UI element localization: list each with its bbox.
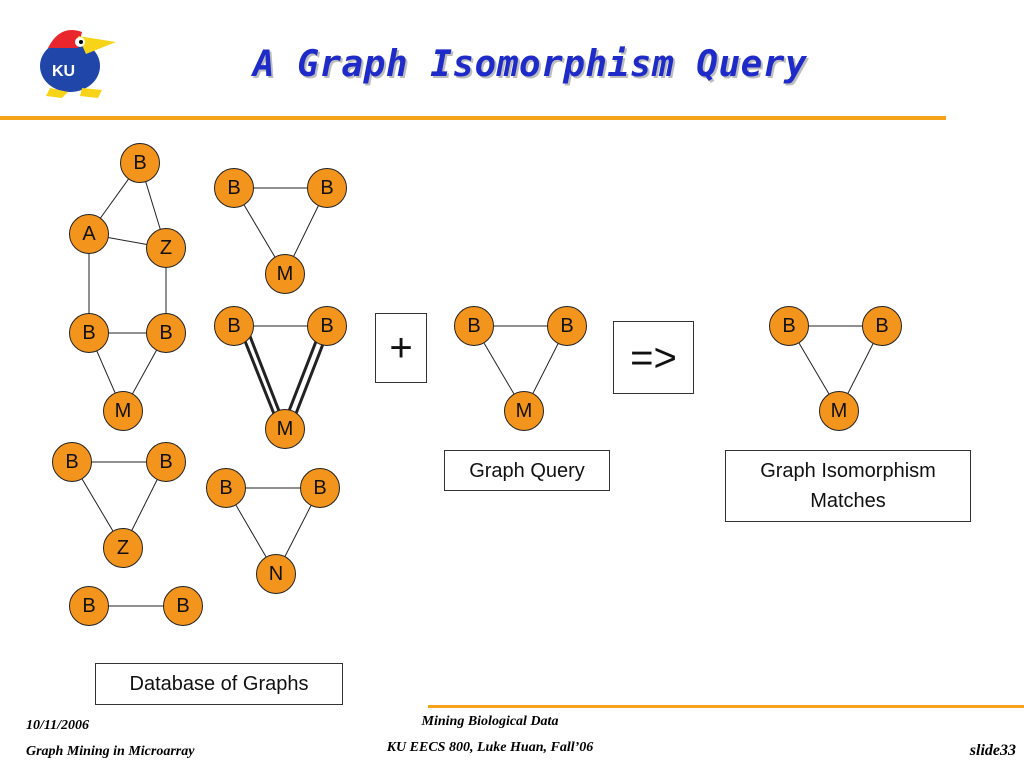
graph4-node-b-left: B xyxy=(52,442,92,482)
implies-operator: => xyxy=(613,321,694,394)
match-node-m: M xyxy=(819,391,859,431)
graph3-node-b-left: B xyxy=(214,306,254,346)
graph6-node-b-right: B xyxy=(163,586,203,626)
graph-isomorphism-matches-label: Graph Isomorphism Matches xyxy=(725,450,971,522)
graph1-node-a: A xyxy=(69,214,109,254)
slide-number: slide33 xyxy=(969,742,1016,759)
ku-logo-text: KU xyxy=(52,63,75,80)
footer-course-line1: Mining Biological Data xyxy=(421,714,559,729)
title-divider xyxy=(0,116,946,120)
plus-operator: + xyxy=(375,313,427,383)
graph-query-label: Graph Query xyxy=(444,450,610,491)
graph3-node-b-right: B xyxy=(307,306,347,346)
graph5-node-n: N xyxy=(256,554,296,594)
graph1-node-b-left: B xyxy=(69,313,109,353)
match-node-b-left: B xyxy=(769,306,809,346)
graph6-node-b-left: B xyxy=(69,586,109,626)
footer-date: 10/11/2006 xyxy=(26,718,90,733)
query-node-b-right: B xyxy=(547,306,587,346)
graph1-node-z: Z xyxy=(146,228,186,268)
footer-divider xyxy=(428,705,1024,708)
graph1-node-b-top: B xyxy=(120,143,160,183)
graph2-node-m: M xyxy=(265,254,305,294)
match-node-b-right: B xyxy=(862,306,902,346)
graph2-node-b-right: B xyxy=(307,168,347,208)
query-node-b-left: B xyxy=(454,306,494,346)
database-of-graphs-label: Database of Graphs xyxy=(95,663,343,705)
query-node-m: M xyxy=(504,391,544,431)
page-title: A Graph Isomorphism Query xyxy=(252,44,808,85)
footer-subtitle: Graph Mining in Microarray xyxy=(26,744,195,759)
graph1-node-b-right: B xyxy=(146,313,186,353)
matches-label-line1: Graph Isomorphism xyxy=(760,460,936,482)
graph4-node-b-right: B xyxy=(146,442,186,482)
graph5-node-b-left: B xyxy=(206,468,246,508)
graph1-node-m: M xyxy=(103,391,143,431)
footer-course-line2: KU EECS 800, Luke Huan, Fall’06 xyxy=(386,740,594,755)
matches-label-line2: Matches xyxy=(810,490,886,512)
graph4-node-z: Z xyxy=(103,528,143,568)
graph2-node-b-left: B xyxy=(214,168,254,208)
graph5-node-b-right: B xyxy=(300,468,340,508)
ku-logo: KU xyxy=(20,18,120,100)
graph3-node-m: M xyxy=(265,409,305,449)
